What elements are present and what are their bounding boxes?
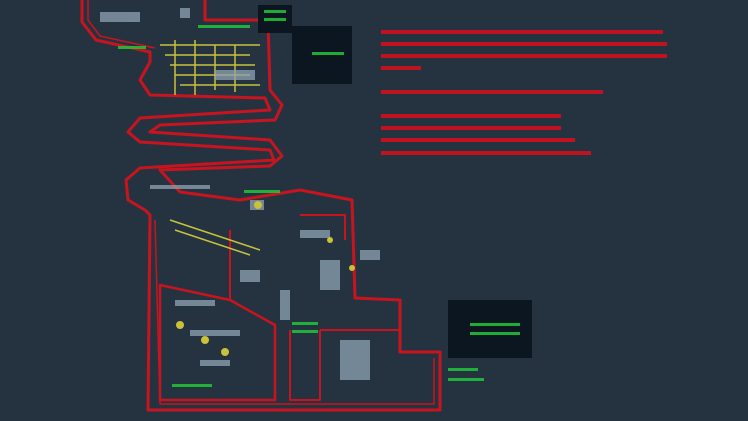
site-boundary <box>80 0 442 412</box>
yellow-markers <box>176 201 355 356</box>
equipment-details <box>100 8 380 380</box>
red-notes <box>381 30 667 155</box>
equipment-yellow-cluster <box>160 40 261 256</box>
green-labels <box>118 10 520 387</box>
detail-viewport-bottom[interactable] <box>448 300 532 358</box>
